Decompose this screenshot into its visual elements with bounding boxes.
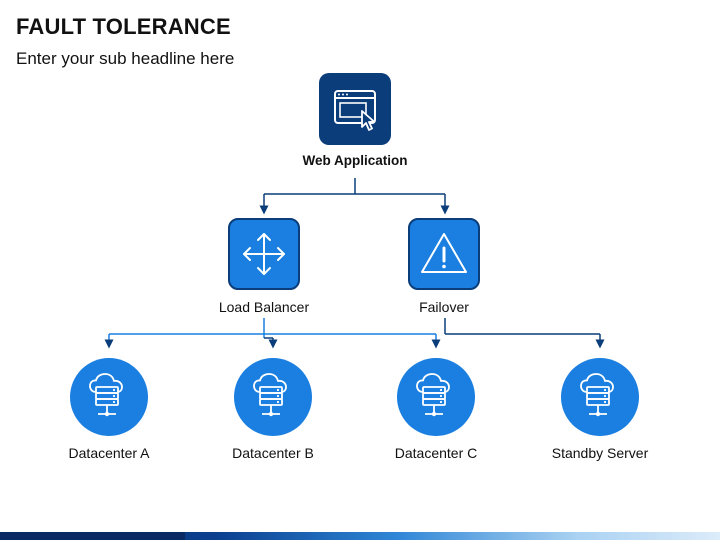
datacenter-a-label: Datacenter A (68, 445, 150, 461)
load-balancer-node (228, 218, 300, 290)
warning-icon (421, 233, 467, 273)
webapp-connector (259, 178, 450, 215)
page-title: FAULT TOLERANCE (16, 14, 231, 39)
datacenter-b-node (234, 358, 312, 436)
failover-connector (264, 318, 605, 349)
cloud-server-icon (89, 373, 123, 417)
footer-bar-accent (0, 532, 185, 540)
load-balancer-label: Load Balancer (218, 299, 310, 315)
web-application-node (319, 73, 391, 145)
cloud-server-icon (416, 373, 450, 417)
failover-label: Failover (419, 299, 469, 315)
datacenter-a-node (70, 358, 148, 436)
browser-cursor-icon (334, 90, 376, 131)
standby-server-node (561, 358, 639, 436)
footer-bar (0, 532, 720, 540)
datacenter-c-node (397, 358, 475, 436)
datacenter-b-label: Datacenter B (232, 445, 314, 461)
cloud-server-icon (253, 373, 287, 417)
datacenter-c-label: Datacenter C (394, 445, 478, 461)
web-application-label: Web Application (302, 153, 408, 168)
cloud-server-icon (580, 373, 614, 417)
failover-node (408, 218, 480, 290)
move-arrows-icon (243, 233, 285, 275)
page-subtitle: Enter your sub headline here (16, 49, 235, 68)
standby-server-label: Standby Server (551, 445, 649, 461)
